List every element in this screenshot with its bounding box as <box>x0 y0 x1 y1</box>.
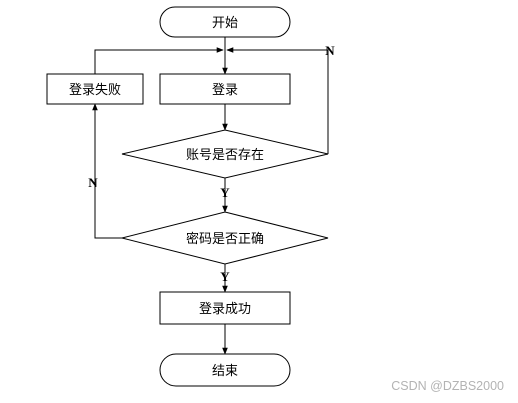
password-correct-decision: 密码是否正确 <box>121 211 329 265</box>
arrow-failed-to-login-loop <box>94 47 224 74</box>
login-failed-node: 登录失败 <box>46 73 144 105</box>
arrow-account-no-loop <box>226 47 329 154</box>
end-node: 结束 <box>159 353 291 387</box>
login-success-label: 登录成功 <box>199 302 251 317</box>
login-success-node: 登录成功 <box>159 291 291 325</box>
password-correct-label: 密码是否正确 <box>186 231 264 247</box>
start-node: 开始 <box>159 6 291 38</box>
start-label: 开始 <box>212 16 238 31</box>
password-yes-label: Y <box>220 269 230 284</box>
password-no-label: N <box>88 175 98 190</box>
account-exists-decision: 账号是否存在 <box>121 129 329 179</box>
end-label: 结束 <box>212 364 238 379</box>
watermark: CSDN @DZBS2000 <box>391 379 504 393</box>
account-exists-label: 账号是否存在 <box>186 148 264 163</box>
login-node: 登录 <box>159 73 291 105</box>
account-yes-label: Y <box>220 185 230 200</box>
arrow-password-no <box>92 103 122 239</box>
login-failed-label: 登录失败 <box>69 83 121 98</box>
account-no-label: N <box>325 43 335 58</box>
login-label: 登录 <box>212 83 238 98</box>
